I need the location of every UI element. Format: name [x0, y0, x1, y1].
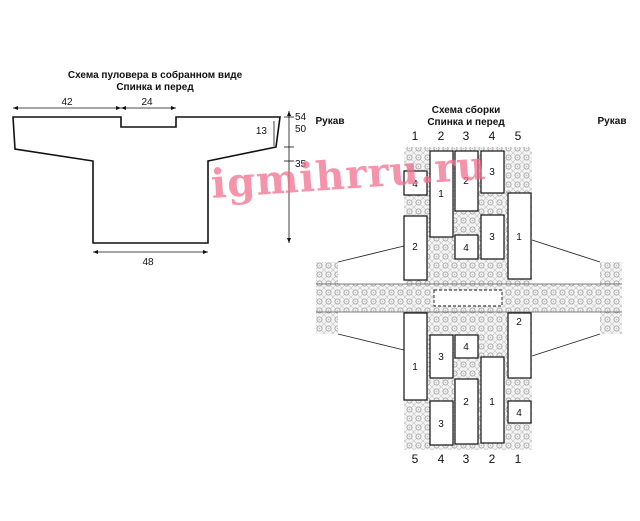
block-label: 2: [516, 317, 522, 328]
block-label: 4: [463, 342, 469, 353]
block-c5-bot-a: [507, 312, 532, 379]
assembled-subtitle: Спинка и перед: [116, 82, 194, 93]
block-c2-bot-a: [429, 334, 454, 379]
pullover-outline: [12, 116, 281, 244]
block-label: 3: [489, 232, 495, 243]
dim-label-50: 50: [295, 124, 307, 135]
sleeve-label-left: Рукав: [316, 116, 345, 127]
col-number-bottom-1: 1: [515, 452, 522, 466]
neck-opening: [433, 289, 503, 307]
assembly-title: Схема сборки: [432, 104, 501, 116]
block-label: 2: [463, 176, 469, 187]
col-number-bottom-4: 4: [438, 452, 445, 466]
col-number-bottom-3: 3: [463, 452, 470, 466]
block-c5-bot-b: [507, 400, 532, 424]
block-label: 1: [412, 362, 418, 373]
block-c1-top-small: [403, 170, 428, 196]
block-c1-bot-tall: [403, 312, 428, 401]
block-label: 2: [412, 242, 418, 253]
sleeve-label-right: Рукав: [598, 116, 627, 127]
col-number-top-5: 5: [515, 129, 522, 143]
col-number-top-3: 3: [463, 129, 470, 143]
block-group-top: 4 2 1 2 4 3 3 1: [403, 150, 532, 281]
dim-label-48: 48: [142, 257, 154, 268]
col-number-bottom-2: 2: [489, 452, 496, 466]
col-number-bottom-5: 5: [412, 452, 419, 466]
assembled-title: Схема пуловера в собранном виде: [68, 69, 243, 81]
block-c4-top-b: [480, 214, 505, 260]
block-label: 4: [412, 179, 418, 190]
block-label: 1: [489, 397, 495, 408]
dim-label-54: 54: [295, 112, 307, 123]
block-c2-bot-b: [429, 400, 454, 446]
block-c4-top-a: [480, 150, 505, 194]
block-label: 1: [438, 189, 444, 200]
assembly-subtitle: Спинка и перед: [427, 117, 505, 128]
col-number-top-1: 1: [412, 129, 419, 143]
dim-label-24: 24: [141, 97, 153, 108]
block-c3-top-b: [454, 234, 479, 260]
block-c4-bot: [480, 356, 505, 444]
block-c3-bot-b: [454, 378, 479, 445]
block-label: 4: [516, 408, 522, 419]
dim-label-35: 35: [295, 159, 307, 170]
block-c5-top: [507, 192, 532, 280]
block-label: 3: [438, 352, 444, 363]
block-label: 2: [463, 397, 469, 408]
sleeve-lines: [316, 239, 622, 357]
dim-label-42: 42: [61, 97, 73, 108]
block-c2-top: [429, 150, 454, 238]
block-group-bottom: 1 3 3 4 2 1 2 4: [403, 312, 532, 446]
block-c1-top-tall: [403, 215, 428, 281]
block-label: 3: [489, 167, 495, 178]
block-label: 1: [516, 232, 522, 243]
block-c3-bot-a: [454, 334, 479, 359]
col-number-top-4: 4: [489, 129, 496, 143]
col-number-top-2: 2: [438, 129, 445, 143]
block-c3-top-a: [454, 150, 479, 212]
block-label: 3: [438, 419, 444, 430]
block-label: 4: [463, 243, 469, 254]
dim-label-13: 13: [256, 126, 268, 137]
